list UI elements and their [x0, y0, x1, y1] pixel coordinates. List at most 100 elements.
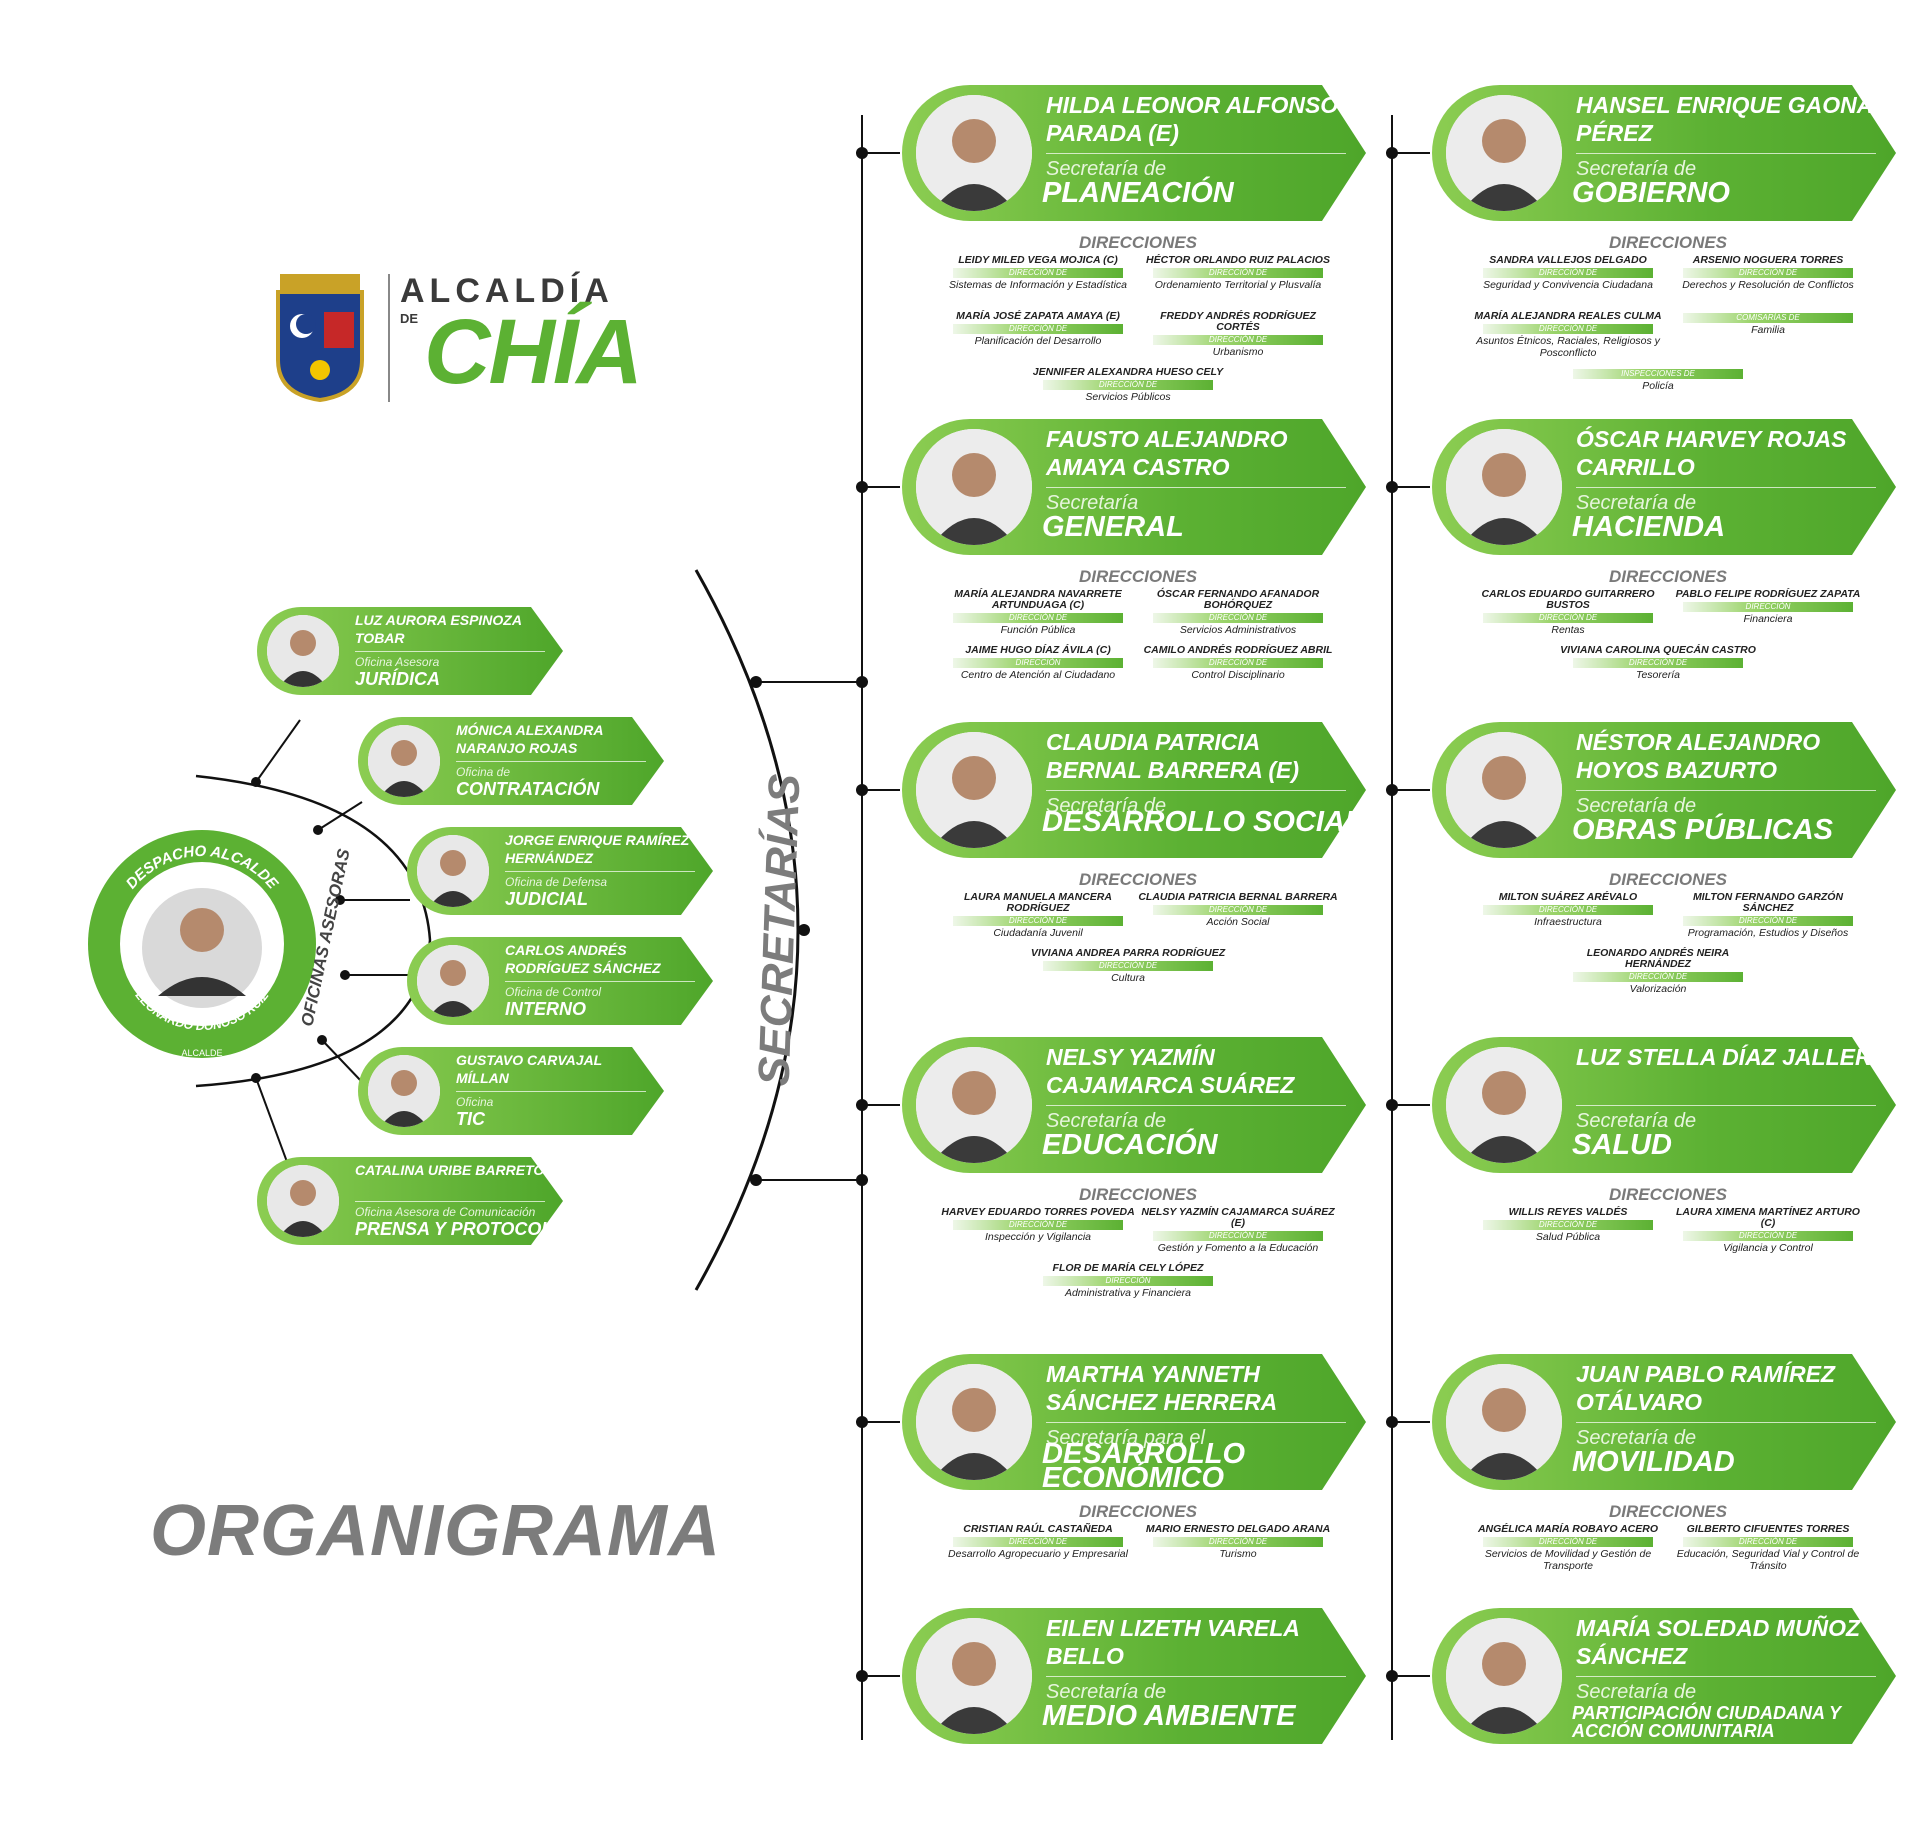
director-name: MARÍA ALEJANDRA NAVARRETE ARTUNDUAGA (C)	[954, 588, 1122, 611]
director-name: GILBERTO CIFUENTES TORRES	[1686, 1523, 1850, 1535]
direccion-area: Financiera	[1743, 613, 1793, 625]
director-name: MILTON SUÁREZ ARÉVALO	[1498, 891, 1638, 903]
oficina-divider	[355, 1201, 545, 1202]
secretario-photo	[916, 732, 1032, 848]
direccion-label: DIRECCIÓN DE	[1483, 905, 1653, 915]
page-title: ORGANIGRAMA	[150, 1491, 721, 1571]
secretaria-divider	[1046, 1422, 1346, 1423]
logo-chia-text: CHÍA	[424, 301, 643, 403]
secretaria-title: PLANEACIÓN	[1042, 177, 1234, 209]
alcaldia-logo: ALCALDÍA DE CHÍA	[272, 268, 652, 408]
oficina-head-name: CATALINA URIBE BARRETO	[355, 1162, 545, 1178]
direccion-area: Centro de Atención al Ciudadano	[960, 669, 1116, 681]
secretario-name: NELSY YAZMÍN CAJAMARCA SUÁREZ	[1046, 1044, 1295, 1098]
direccion-label: DIRECCIÓN DE	[1153, 658, 1323, 668]
secretaria-prefix: Secretaría de	[1046, 1681, 1167, 1703]
director-name: CARLOS EDUARDO GUITARRERO BUSTOS	[1481, 588, 1655, 611]
direccion-label: DIRECCIÓN DE	[1683, 268, 1853, 278]
director-name: PABLO FELIPE RODRÍGUEZ ZAPATA	[1675, 588, 1861, 600]
secretaria-title: SALUD	[1572, 1129, 1672, 1161]
secretaria-prefix: Secretaría de	[1576, 795, 1697, 817]
director-name: JAIME HUGO DÍAZ ÁVILA (C)	[965, 644, 1111, 656]
secretario-name: JUAN PABLO RAMÍREZ OTÁLVARO	[1576, 1361, 1835, 1415]
secretario-name: LUZ STELLA DÍAZ JALLER	[1576, 1044, 1872, 1070]
secretaria-title: MOVILIDAD	[1572, 1446, 1735, 1478]
secretaria-divider	[1576, 487, 1876, 488]
oficina-divider	[456, 1091, 646, 1092]
oficina-title: JURÍDICA	[355, 669, 441, 689]
direccion-area: Ciudadanía Juvenil	[993, 927, 1083, 939]
secretario-photo	[1446, 429, 1562, 545]
oficina-prefix: Oficina Asesora de Comunicación	[355, 1205, 536, 1219]
secretaria-divider	[1576, 153, 1876, 154]
direccion-label: DIRECCIÓN DE	[1483, 1220, 1653, 1230]
direcciones-heading: DIRECCIONES	[1608, 1502, 1728, 1521]
direccion-label: DIRECCIÓN DE	[953, 268, 1123, 278]
secretaria-title: MEDIO AMBIENTE	[1042, 1700, 1296, 1732]
oficina-photo	[417, 835, 489, 907]
oficina-title: CONTRATACIÓN	[456, 779, 600, 799]
secretaria-title: DESARROLLO ECONÓMICO	[1042, 1438, 1245, 1494]
direccion-area: Salud Pública	[1535, 1231, 1601, 1243]
secretaria-title: GENERAL	[1042, 511, 1184, 543]
direccion-label: DIRECCIÓN DE	[1683, 916, 1853, 926]
direccion-area: Infraestructura	[1534, 916, 1602, 928]
secretaria-divider	[1576, 1422, 1876, 1423]
direccion-area: Función Pública	[1000, 624, 1076, 636]
oficina-divider	[505, 871, 695, 872]
direccion-area: Seguridad y Convivencia Ciudadana	[1483, 279, 1653, 291]
secretaria-prefix: Secretaría de	[1576, 1110, 1697, 1132]
direccion-area: Planificación del Desarrollo	[974, 335, 1102, 347]
direccion-area: Desarrollo Agropecuario y Empresarial	[948, 1548, 1128, 1560]
director-name: CAMILO ANDRÉS RODRÍGUEZ ABRIL	[1143, 644, 1333, 656]
direccion-area: Sistemas de Información y Estadística	[949, 279, 1127, 291]
director-name: ARSENIO NOGUERA TORRES	[1692, 254, 1844, 266]
director-name: LEONARDO ANDRÉS NEIRA HERNÁNDEZ	[1586, 947, 1730, 970]
direccion-label: DIRECCIÓN DE	[953, 1537, 1123, 1547]
direcciones-heading: DIRECCIONES	[1078, 1502, 1198, 1521]
director-name: NELSY YAZMÍN CAJAMARCA SUÁREZ (E)	[1141, 1206, 1335, 1229]
direccion-area: Valorización	[1629, 983, 1687, 995]
direccion-item: CAMILO ANDRÉS RODRÍGUEZ ABRIL DIRECCIÓN D…	[1138, 644, 1338, 682]
direcciones-heading: DIRECCIONES	[1608, 870, 1728, 889]
direccion-area: Acción Social	[1206, 916, 1270, 928]
direccion-label: DIRECCIÓN	[1043, 1276, 1213, 1286]
secretaria-divider	[1046, 153, 1346, 154]
oficina-title: JUDICIAL	[505, 889, 589, 909]
secretario-photo	[916, 1364, 1032, 1480]
direcciones-heading: DIRECCIONES	[1078, 233, 1198, 252]
director-name: FREDDY ANDRÉS RODRÍGUEZ CORTÉS	[1160, 310, 1316, 333]
director-name: MARÍA ALEJANDRA REALES CULMA	[1474, 310, 1662, 322]
logo-separator	[388, 274, 390, 402]
direcciones-heading: DIRECCIONES	[1078, 870, 1198, 889]
direccion-label: DIRECCIÓN DE	[1483, 1537, 1653, 1547]
direccion-label: DIRECCIÓN DE	[1153, 335, 1323, 345]
direccion-label: DIRECCIÓN DE	[953, 1220, 1123, 1230]
direccion-item: FREDDY ANDRÉS RODRÍGUEZ CORTÉS DIRECCIÓN …	[1138, 311, 1338, 358]
oficina-photo	[417, 945, 489, 1017]
direccion-area: Control Disciplinario	[1191, 669, 1285, 681]
oficina-photo	[267, 1165, 339, 1237]
direcciones-heading: DIRECCIONES	[1608, 1185, 1728, 1204]
secretario-name: EILEN LIZETH VARELA BELLO	[1046, 1615, 1299, 1669]
direccion-label: DIRECCIÓN DE	[1153, 905, 1323, 915]
secretario-photo	[1446, 732, 1562, 848]
secretaria-prefix: Secretaría de	[1046, 795, 1167, 817]
secretaria-title: PARTICIPACIÓN CIUDADANA Y ACCIÓN COMUNIT…	[1572, 1703, 1841, 1741]
